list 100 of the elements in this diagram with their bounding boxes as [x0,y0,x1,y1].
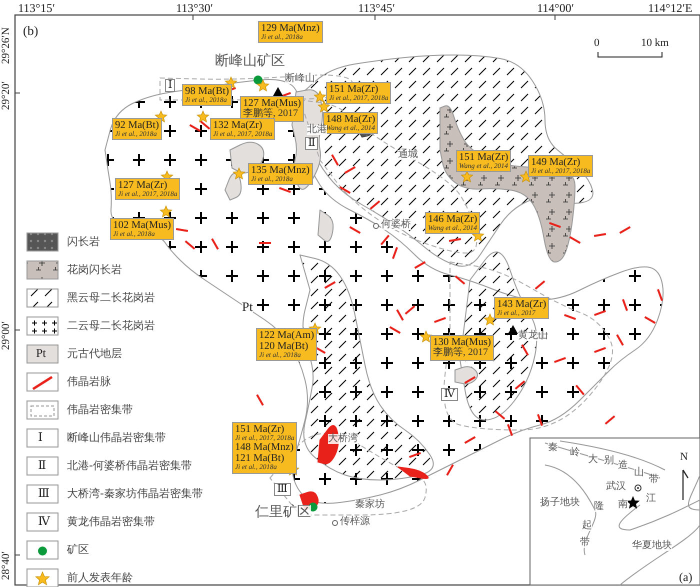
coordinate-label: 113°15′ [18,2,55,14]
coordinate-label: 113°45′ [358,2,395,14]
age-value: 146 Ma(Zr) [428,214,478,225]
age-value: 92 Ma(Bt) [115,120,160,131]
age-value: 127 Ma(Zr) [118,180,168,191]
age-value: 129 Ma(Mnz) [261,23,320,34]
place-name: 大 [588,455,598,465]
scale-label: 0 [594,38,600,49]
legend-label: 伟晶岩脉 [67,376,111,387]
swatch-label: Ⅰ [38,431,43,443]
age-value: 127 Ma(Mus) [243,98,302,109]
age-label-box [494,297,550,320]
age-value: 143 Ma(Zr) [497,299,546,310]
age-value: 132 Ma(Zr) [213,120,264,131]
place-name: 别 [604,456,614,466]
place-name: 断峰山 [285,74,315,84]
place-name: 断峰山矿区 [215,54,285,68]
zone-number: Ⅲ [274,483,291,496]
coordinate-label: 114°12′E [648,2,692,14]
place-name: 岭 [570,448,580,458]
age-value: 149 Ma(Zr) [531,157,582,168]
age-label-box [110,218,174,240]
age-label-box [115,178,180,200]
age-value: 151 Ma(Zr) [235,424,286,435]
age-label-box [248,163,313,186]
age-value: 98 Ma(Bt) [185,86,230,97]
panel-label: (a) [679,571,692,583]
swatch-label: Ⅱ [38,459,46,471]
place-name: 黄龙山 [518,331,548,341]
age-value: 120 Ma(Bt) [259,341,310,352]
zone-number: Ⅳ [441,388,458,401]
panel-label: (b) [23,24,38,37]
legend-label: 花岗闪长岩 [67,264,122,275]
legend-label: 北港-何婆桥伟晶岩密集带 [67,460,192,471]
legend-label: 前人发表年龄 [67,572,133,583]
swatch-label: Ⅳ [38,515,50,527]
north-label: N [680,452,688,463]
legend-label: 元古代地层 [67,348,122,359]
legend-label: 伟晶岩密集带 [67,404,133,415]
legend-label: 矿区 [67,544,89,555]
citation: 李鹏等, 2017 [243,109,298,120]
place-name: 隆 [594,502,604,512]
place-name: 何婆桥 [381,220,411,230]
swatch-label: Ⅲ [38,487,50,499]
coordinate-label: 29°20′ [1,81,12,110]
place-name: 造 [618,461,628,471]
coordinate-label: 29°00′ [1,321,12,350]
age-label-box [430,335,494,361]
age-label-box [256,328,318,362]
zone-number: Ⅰ [165,79,176,92]
zone-number: Ⅱ [305,137,318,150]
age-label-box [240,96,304,122]
age-label-box [182,84,232,106]
place-name: 南 [618,500,628,510]
place-name: 扬子地块 [540,498,580,508]
legend-label: 二云母二长花岗岩 [67,320,155,331]
age-label-box [456,150,512,172]
age-value: 130 Ma(Mus) [433,337,492,348]
place-name: 大桥湾 [328,434,358,444]
legend-label: 断峰山伟晶岩密集带 [67,432,166,443]
age-label-box [326,82,392,104]
age-label-box [232,422,298,474]
age-value: 151 Ma(Zr) [459,152,508,163]
place-name: 江 [646,494,656,504]
place-name: 华夏地块 [632,541,672,551]
age-value: 151 Ma(Zr) [329,84,380,95]
age-label-box [425,212,480,234]
legend-label: 闪长岩 [67,236,100,247]
place-name: 仁里矿区 [255,505,311,519]
citation: 李鹏等, 2017 [433,348,488,359]
place-name: 带 [580,538,590,548]
swatch-label: Pt [36,347,46,359]
age-value: 135 Ma(Mnz) [251,165,310,176]
age-label-box [210,118,276,140]
coordinate-label: 113°30′ [176,2,213,14]
unit-label: Pt [242,300,253,313]
coordinate-label: 28°40′ [1,551,12,580]
place-name: 起 [582,521,592,531]
age-value: 148 Ma(Zr) [326,114,376,125]
age-value: 122 Ma(Am) [259,330,314,342]
coordinate-label: 114°00′ [537,2,574,14]
legend-label: 大桥湾-秦家坊伟晶岩密集带 [67,488,203,499]
age-label-box [112,118,162,140]
place-name: 北港 [307,125,327,135]
age-label-box [528,155,594,178]
place-name: 山 [634,468,644,478]
legend-label: 黑云母二长花岗岩 [67,292,155,303]
place-name: 秦家坊 [355,500,385,510]
legend-label: 黄龙伟晶岩密集带 [67,516,155,527]
coordinate-label: 29°26′N [1,27,12,64]
scale-label: 10 km [641,38,669,49]
age-value: 102 Ma(Mus) [113,220,172,231]
age-label-box [258,21,323,44]
place-name: 武汉 [606,482,626,492]
place-name: 传梓源 [340,517,370,527]
place-name: 通城 [398,150,418,160]
place-name: 带 [649,475,659,485]
place-name: 秦 [548,443,558,453]
age-value: 121 Ma(Bt) [235,453,284,464]
age-value: 148 Ma(Mnz) [235,442,294,454]
